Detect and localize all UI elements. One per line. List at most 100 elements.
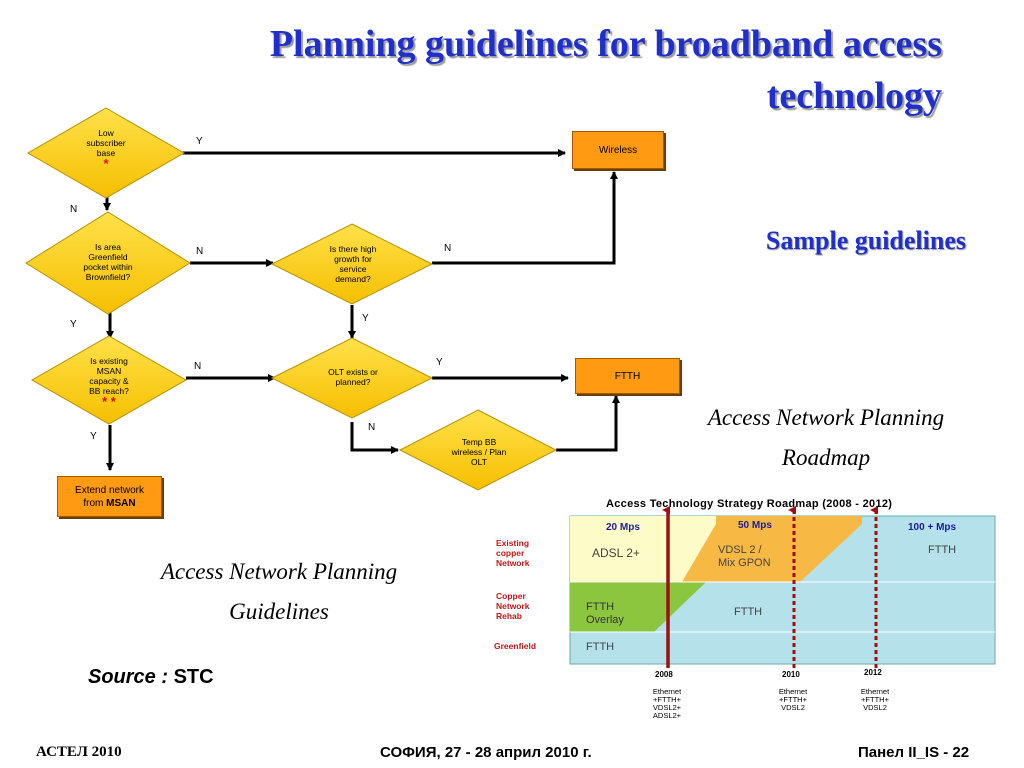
label-n: N <box>444 243 452 254</box>
label-ftth-greenfield: FTTH <box>586 641 615 653</box>
row-label-existing: Existing copper Network <box>496 538 530 568</box>
d4-text: Is there high growth for service demand? <box>310 240 396 288</box>
d2-text: Is area Greenfield pocket within Brownfi… <box>63 238 153 286</box>
title-line-2: technology <box>766 75 942 117</box>
roadmap-diagram <box>569 506 996 668</box>
label-vdsl-line: VDSL 2 / <box>718 544 762 556</box>
label-vdsl-line: Mix GPON <box>718 557 771 569</box>
d1-line: Low <box>98 128 114 138</box>
tech-line: Ethernet <box>860 687 890 696</box>
year-2010-tech: Ethernet +FTTH+ VDSL2 <box>766 688 820 712</box>
row-label-line: Greenfield <box>494 641 537 651</box>
year-2008: 2008 <box>655 670 673 679</box>
box-extend-from: from <box>83 497 104 509</box>
flowchart <box>25 107 620 491</box>
tech-line: Ethernet <box>778 687 808 696</box>
caption-guidelines-line: Access Network Planning <box>160 559 398 584</box>
slide-title: Planning guidelines for broadband access… <box>130 18 942 122</box>
row-label-line: Network <box>496 601 530 611</box>
label-y: Y <box>436 357 443 368</box>
label-adsl: ADSL 2+ <box>592 546 640 560</box>
tech-line: +FTTH+ <box>861 695 889 704</box>
tech-line: +FTTH+ <box>653 695 681 704</box>
diamond-low-subscriber <box>26 107 186 199</box>
label-y: Y <box>362 313 369 324</box>
box-ftth-label: FTTH <box>614 370 641 382</box>
connectors <box>103 149 620 471</box>
label-ftth-overlay-line: Overlay <box>586 614 624 626</box>
tech-line: Ethernet <box>652 687 682 696</box>
tech-line: +FTTH+ <box>779 695 807 704</box>
box-extend-line: Extend network <box>75 484 144 496</box>
d1-text: Low subscriber base * <box>66 120 146 178</box>
d1-line: subscriber <box>86 138 126 148</box>
label-y: Y <box>70 319 77 330</box>
title-line-1: Planning guidelines for broadband access <box>269 23 942 65</box>
label-ftth-overlay-line: FTTH <box>586 601 615 613</box>
d2-line: Is area <box>95 242 121 252</box>
label-vdsl: VDSL 2 / Mix GPON <box>718 544 771 570</box>
speed-100: 100 + Mps <box>908 522 957 533</box>
source-label: Source : <box>88 666 169 688</box>
diamond-msan-capacity <box>30 335 188 425</box>
d4-line: growth for <box>334 254 372 264</box>
footer-right: Панел II_IS - 22 <box>858 744 970 761</box>
tech-line: ADSL2+ <box>652 711 682 720</box>
d6-text: Temp BB wireless / Plan OLT <box>436 434 522 470</box>
tech-line: VDSL2 <box>781 703 805 712</box>
band-vdsl <box>682 516 862 582</box>
d3-line: capacity & <box>89 376 129 386</box>
d3-line: MSAN <box>96 366 122 376</box>
roadmap-title: Access Technology Strategy Roadmap (2008… <box>606 498 893 510</box>
label-n: N <box>70 204 78 215</box>
tech-line: VDSL2+ <box>652 703 682 712</box>
caption-guidelines: Access Network Planning Guidelines <box>110 552 448 632</box>
row-label-line: Rehab <box>496 611 522 621</box>
d5-text: OLT exists or planned? <box>310 364 396 390</box>
label-n: N <box>368 422 376 433</box>
d2-line: Brownfield? <box>85 272 131 282</box>
caption-guidelines-line: Guidelines <box>229 599 329 624</box>
d2-line: pocket within <box>83 262 133 272</box>
band-adsl <box>570 516 716 582</box>
d6-line: Temp BB <box>461 437 497 447</box>
row-label-rehab: Copper Network Rehab <box>496 591 530 621</box>
source-value: STC <box>173 666 214 688</box>
d5-line: planned? <box>335 377 371 387</box>
label-y: Y <box>196 136 203 147</box>
row-label-line: Existing <box>496 538 530 548</box>
caption-roadmap: Access Network Planning Roadmap <box>672 398 980 478</box>
row-label-line: Network <box>496 558 530 568</box>
label-ftth-rehab: FTTH <box>734 606 763 618</box>
d2-line: Greenfield <box>88 252 128 262</box>
sample-guidelines: Sample guidelines <box>765 226 966 255</box>
row-label-line: Copper <box>496 591 526 601</box>
label-y: Y <box>90 431 97 442</box>
d1-line: base <box>96 148 116 158</box>
d3-line: Is existing <box>90 356 128 366</box>
box-extend-msan: MSAN <box>106 497 136 509</box>
d6-line: OLT <box>471 457 487 467</box>
d4-line: demand? <box>335 274 371 284</box>
source: Source : STC <box>88 666 214 689</box>
label-n: N <box>194 361 202 372</box>
label-n: N <box>196 246 204 257</box>
label-ftth-overlay: FTTH Overlay <box>586 601 624 627</box>
row-label-greenfield: Greenfield <box>494 641 536 651</box>
d4-line: Is there high <box>329 244 377 254</box>
d1-star: * <box>103 156 109 171</box>
diamond-greenfield <box>25 211 191 315</box>
d3-line: BB reach? <box>89 386 129 396</box>
diamond-temp-bb <box>398 409 558 491</box>
d4-line: service <box>339 264 367 274</box>
d3-star: * * <box>102 394 116 409</box>
speed-50: 50 Mps <box>738 520 772 531</box>
diamond-olt-exists <box>270 337 434 419</box>
box-extend-line-2: from MSAN <box>83 497 135 510</box>
caption-roadmap-line: Roadmap <box>781 445 871 470</box>
tech-line: VDSL2 <box>863 703 887 712</box>
footer-left: АСТЕЛ 2010 <box>36 744 122 760</box>
label-ftth-existing: FTTH <box>928 544 957 556</box>
d6-line: wireless / Plan <box>451 447 507 457</box>
year-2010: 2010 <box>782 670 800 679</box>
